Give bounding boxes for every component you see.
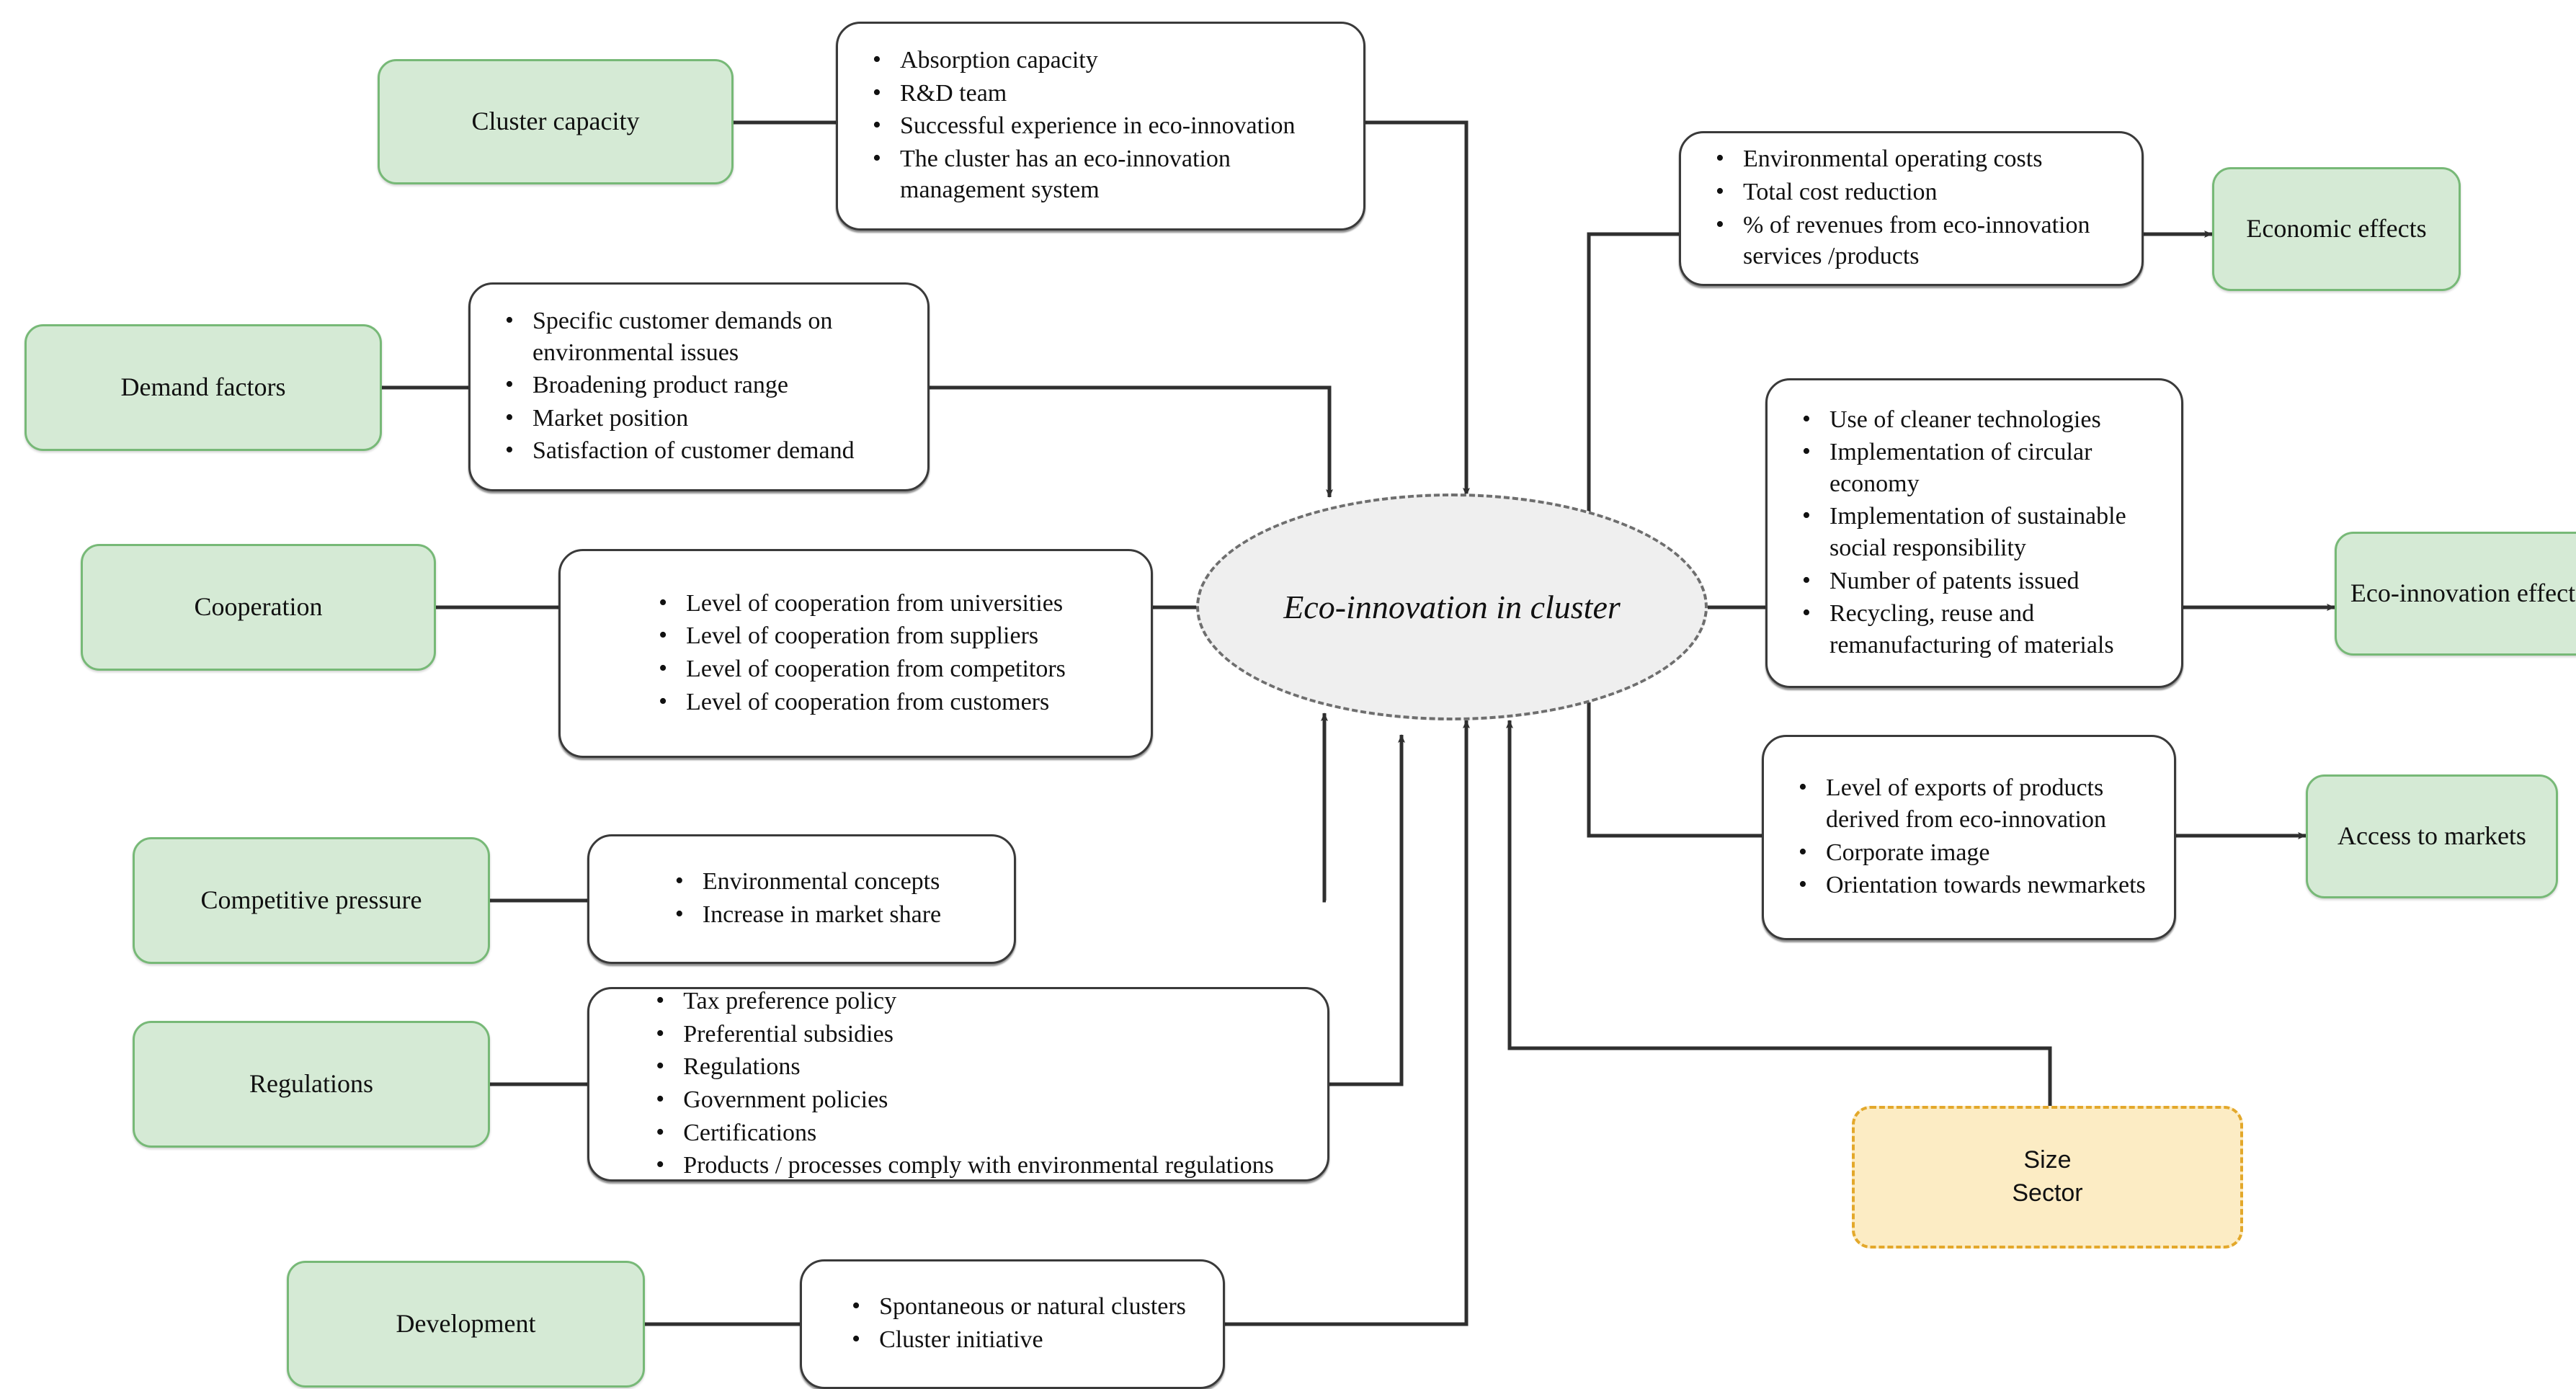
list-item: R&D team	[873, 77, 1342, 110]
detail-box-access-to-markets: Level of exports of products derived fro…	[1762, 735, 2176, 940]
detail-list-eco-innovation-effects: Use of cleaner technologies Implementati…	[1788, 403, 2160, 662]
driver-label-cluster-capacity: Cluster capacity	[471, 107, 640, 136]
detail-list-demand-factors: Specific customer demands on environment…	[491, 305, 906, 468]
detail-list-access-to-markets: Level of exports of products derived fro…	[1784, 772, 2152, 902]
driver-label-demand-factors: Demand factors	[120, 372, 286, 402]
outcome-box-access-to-markets[interactable]: Access to markets	[2306, 774, 2558, 898]
list-item: Recycling, reuse and remanufacturing of …	[1802, 597, 2160, 661]
detail-list-economic-effects: Environmental operating costs Total cost…	[1701, 143, 2120, 273]
edge-center-to-economic-items	[1587, 232, 1679, 562]
central-node-label: Eco-innovation in cluster	[1283, 589, 1621, 625]
detail-box-competitive-pressure: Environmental concepts Increase in marke…	[587, 834, 1016, 964]
list-item: Level of cooperation from competitors	[659, 653, 1066, 685]
driver-label-development: Development	[396, 1309, 536, 1339]
detail-list-competitive-pressure: Environmental concepts Increase in marke…	[661, 865, 941, 932]
central-node-eco-innovation-in-cluster: Eco-innovation in cluster	[1196, 493, 1708, 720]
list-item: Use of cleaner technologies	[1802, 403, 2160, 436]
driver-box-cooperation[interactable]: Cooperation	[81, 544, 436, 671]
driver-label-regulations: Regulations	[249, 1069, 373, 1099]
driver-box-demand-factors[interactable]: Demand factors	[24, 324, 382, 451]
edge-regulations-to-center	[1329, 734, 1405, 1086]
outcome-label-eco-innovation-effects: Eco-innovation effects	[2350, 579, 2576, 608]
outcome-label-access-to-markets: Access to markets	[2337, 821, 2526, 851]
list-item: Market position	[505, 402, 906, 434]
list-item: Specific customer demands on environment…	[505, 305, 906, 368]
list-item: Preferential subsidies	[656, 1018, 1274, 1050]
list-item: Absorption capacity	[873, 44, 1342, 76]
list-item: Level of cooperation from customers	[659, 686, 1066, 718]
list-item: Broadening product range	[505, 369, 906, 401]
driver-box-competitive-pressure[interactable]: Competitive pressure	[133, 837, 490, 964]
list-item: Orientation towards newmarkets	[1799, 869, 2152, 901]
moderator-label-size: Size	[2023, 1146, 2072, 1174]
list-item: Successful experience in eco-innovation	[873, 110, 1342, 142]
edge-cluster-capacity-to-center	[1365, 120, 1470, 496]
list-item: Regulations	[656, 1050, 1274, 1083]
list-item: Level of exports of products derived fro…	[1799, 772, 2152, 835]
list-item: Cluster initiative	[852, 1323, 1186, 1356]
detail-box-economic-effects: Environmental operating costs Total cost…	[1679, 131, 2144, 286]
detail-list-development: Spontaneous or natural clusters Cluster …	[837, 1290, 1186, 1357]
list-item: Products / processes comply with environ…	[656, 1149, 1274, 1182]
driver-box-development[interactable]: Development	[287, 1261, 645, 1388]
detail-box-eco-innovation-effects: Use of cleaner technologies Implementati…	[1765, 378, 2183, 688]
detail-box-development: Spontaneous or natural clusters Cluster …	[800, 1259, 1225, 1389]
list-item: Spontaneous or natural clusters	[852, 1290, 1186, 1323]
list-item: Environmental operating costs	[1716, 143, 2120, 175]
list-item: Satisfaction of customer demand	[505, 434, 906, 467]
list-item: Environmental concepts	[675, 865, 941, 898]
edge-competitive-pressure-to-center	[1321, 713, 1328, 903]
driver-label-competitive-pressure: Competitive pressure	[200, 885, 422, 915]
detail-box-regulations: Tax preference policy Preferential subsi…	[587, 985, 1329, 1182]
driver-box-regulations[interactable]: Regulations	[133, 1021, 490, 1148]
list-item: Level of cooperation from suppliers	[659, 620, 1066, 652]
moderator-label-sector: Sector	[2012, 1179, 2083, 1207]
list-item: The cluster has an eco-innovation manage…	[873, 143, 1342, 206]
list-item: Corporate image	[1799, 836, 2152, 869]
list-item: Total cost reduction	[1716, 176, 2120, 208]
list-item: Tax preference policy	[656, 985, 1274, 1017]
list-item: Certifications	[656, 1117, 1274, 1149]
list-item: Government policies	[656, 1084, 1274, 1116]
driver-label-cooperation: Cooperation	[194, 592, 323, 622]
list-item: Number of patents issued	[1802, 565, 2160, 597]
moderator-box-size-sector[interactable]: Size Sector	[1852, 1106, 2243, 1249]
list-item: Level of cooperation from universities	[659, 587, 1066, 620]
detail-list-cluster-capacity: Absorption capacity R&D team Successful …	[858, 44, 1342, 207]
list-item: Implementation of circular economy	[1802, 436, 2160, 499]
detail-box-cluster-capacity: Absorption capacity R&D team Successful …	[836, 22, 1365, 231]
outcome-box-economic-effects[interactable]: Economic effects	[2212, 167, 2461, 291]
detail-box-demand-factors: Specific customer demands on environment…	[468, 282, 930, 491]
detail-list-regulations: Tax preference policy Preferential subsi…	[641, 985, 1274, 1182]
list-item: % of revenues from eco-innovation servic…	[1716, 208, 2120, 272]
detail-box-cooperation: Level of cooperation from universities L…	[558, 549, 1153, 758]
list-item: Implementation of sustainable social res…	[1802, 500, 2160, 563]
detail-list-cooperation: Level of cooperation from universities L…	[644, 587, 1066, 719]
outcome-label-economic-effects: Economic effects	[2246, 214, 2427, 244]
driver-box-cluster-capacity[interactable]: Cluster capacity	[378, 59, 734, 184]
edge-demand-factors-to-center	[930, 385, 1333, 498]
outcome-box-eco-innovation-effects[interactable]: Eco-innovation effects	[2335, 532, 2576, 656]
list-item: Increase in market share	[675, 898, 941, 931]
